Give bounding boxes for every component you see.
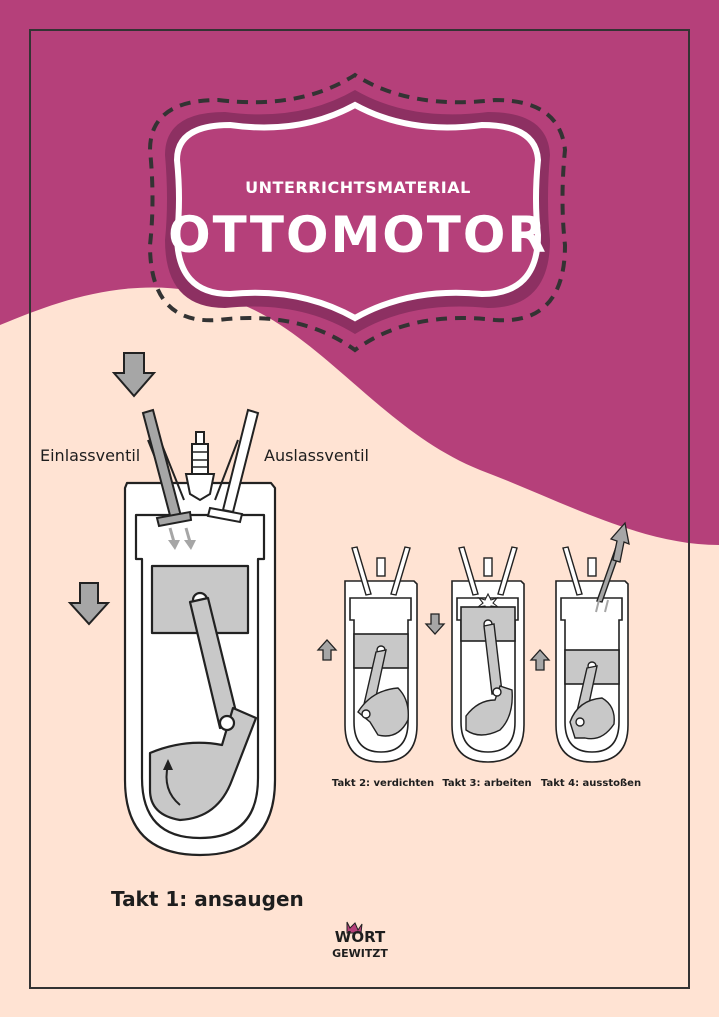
engine-stroke-3: Takt 3: arbeiten: [424, 546, 532, 789]
exhaust-valve: [206, 408, 260, 524]
label-intake-valve: Einlassventil: [40, 446, 140, 465]
intake-arrow: [111, 352, 157, 398]
badge-dashed-outline: [147, 72, 568, 353]
rotation-arrowhead: [163, 759, 173, 770]
crankshaft: [357, 687, 409, 737]
crown-icon: [346, 921, 363, 934]
crankshaft: [148, 706, 258, 822]
caption-stroke-4: Takt 4: ausstoßen: [541, 778, 641, 789]
caption-stroke-1: Takt 1: ansaugen: [111, 887, 304, 911]
exhaust-arrow: [609, 521, 630, 563]
crank-pin: [575, 717, 585, 727]
exhaust-valve: [497, 546, 518, 596]
caption-stroke-2: Takt 2: verdichten: [332, 778, 434, 789]
logo-line-1: WORT: [335, 928, 386, 946]
engine-stroke-4: Takt 4: ausstoßen: [529, 521, 641, 789]
spark-plug: [483, 557, 493, 577]
intake-valve: [351, 546, 372, 596]
logo: WORT GEWITZT: [332, 921, 388, 960]
engine-stroke-1: Einlassventil Auslassventil Takt 1: ansa…: [40, 352, 369, 911]
engine-stroke-2: Takt 2: verdichten: [316, 546, 434, 789]
label-exhaust-valve: Auslassventil: [264, 446, 369, 465]
intake-valve: [562, 546, 583, 596]
caption-stroke-3: Takt 3: arbeiten: [442, 778, 531, 789]
crankshaft: [465, 685, 513, 736]
motion-arrow-down: [424, 613, 446, 635]
spark-plug: [587, 557, 597, 577]
exhaust-flow-arrows: [595, 599, 609, 613]
exhaust-valve: [390, 546, 411, 596]
spark-plug: [184, 431, 216, 502]
motion-arrow-up: [529, 649, 551, 671]
crank-pin: [361, 709, 371, 719]
header-badge: UNTERRICHTSMATERIAL OTTOMOTOR: [147, 72, 568, 353]
logo-line-2: GEWITZT: [332, 947, 388, 960]
spark-plug: [376, 557, 386, 577]
page-frame: [29, 29, 690, 989]
motion-arrow-up: [316, 639, 338, 661]
piston-motion-arrow: [67, 582, 111, 626]
header-title: OTTOMOTOR: [168, 206, 548, 264]
crankshaft: [569, 697, 615, 740]
crank-pin: [492, 687, 502, 697]
crank-pin: [218, 714, 236, 732]
badge-plate: [173, 101, 542, 322]
intake-flow-arrows: [168, 527, 196, 550]
header-subtitle: UNTERRICHTSMATERIAL: [245, 178, 471, 197]
intake-valve: [458, 546, 479, 596]
intake-valve: [141, 408, 193, 528]
